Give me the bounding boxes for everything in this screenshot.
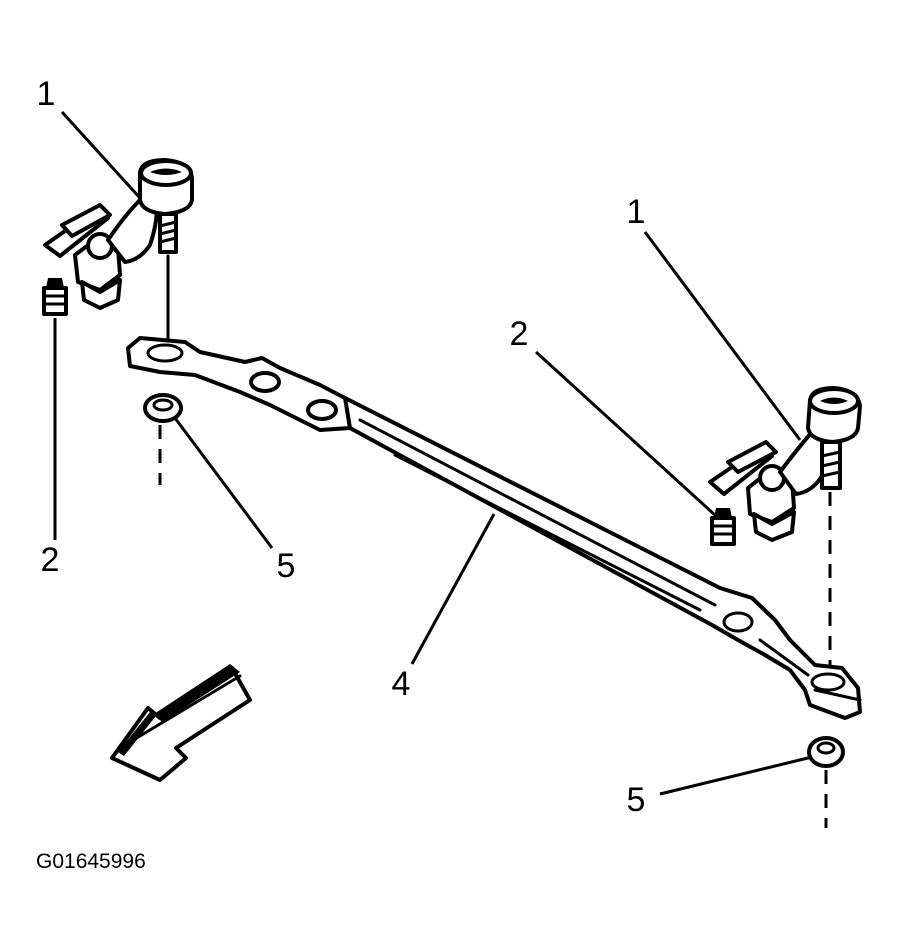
left-bolt: [42, 278, 68, 316]
callout-2-left: 2: [41, 541, 60, 579]
right-pitman-idler-arm: [708, 386, 862, 542]
callout-5-left: 5: [277, 547, 296, 585]
leader-2-right: [534, 350, 718, 518]
relay-rod: [126, 336, 862, 720]
right-bolt: [710, 508, 736, 546]
callout-1-right: 1: [627, 193, 646, 231]
leader-4: [410, 513, 496, 665]
figure-id: G01645996: [36, 850, 146, 873]
right-nut: [807, 736, 845, 768]
direction-arrow-icon: [110, 664, 252, 782]
leader-1-left: [60, 110, 142, 200]
leader-1-right: [643, 231, 802, 441]
leader-5-right: [659, 755, 813, 796]
callout-1-left: 1: [37, 75, 56, 113]
callout-5-right: 5: [627, 781, 646, 819]
callout-4: 4: [392, 665, 411, 703]
callout-2-right: 2: [510, 315, 529, 353]
left-pitman-idler-arm: [43, 158, 194, 310]
left-nut: [143, 393, 183, 423]
leader-5-left: [173, 417, 274, 549]
